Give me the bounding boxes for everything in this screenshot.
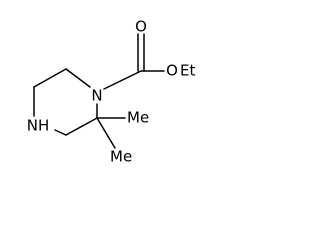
lower-methyl-label: Me — [110, 148, 132, 166]
bonds — [33, 33, 165, 149]
molecule-structure-diagram: O O Et N NH Me Me — [27, 18, 196, 166]
ethyl-group-label: Et — [180, 62, 195, 80]
upper-methyl-label: Me — [127, 109, 149, 127]
amine-nitrogen-label: NH — [27, 117, 50, 135]
bond-carbonyl-carbon-to-nitrogen — [103, 70, 142, 90]
carbonyl-oxygen-label: O — [135, 18, 147, 36]
bond-quaternary-carbon-to-lower-methyl — [96, 117, 116, 149]
bond-nh-to-ring-bottom-carbon — [54, 129, 67, 136]
atom-labels: O O Et N NH Me Me — [27, 18, 196, 166]
bond-ring-top-carbon-to-left-carbon — [33, 68, 67, 88]
bond-nitrogen-to-ring-top-carbon — [65, 68, 91, 88]
bond-ring-bottom-carbon-to-quaternary-carbon — [65, 117, 98, 136]
ester-oxygen-label: O — [166, 62, 178, 80]
carbamate-nitrogen-label: N — [91, 87, 102, 105]
